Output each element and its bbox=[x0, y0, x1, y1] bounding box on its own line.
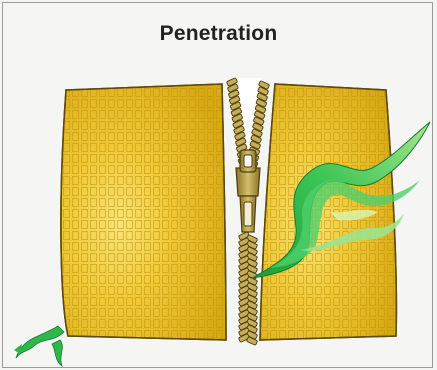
fabric-panel-right bbox=[255, 80, 405, 350]
vapor-wisp-left bbox=[14, 326, 64, 366]
zipper-slider bbox=[236, 150, 260, 232]
fabric-panel-left bbox=[55, 80, 235, 350]
